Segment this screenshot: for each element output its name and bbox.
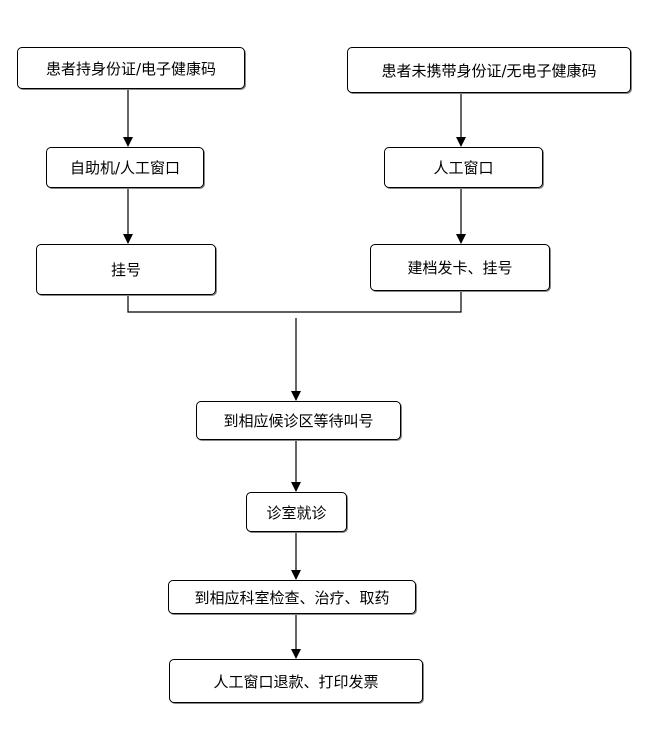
node-waiting-area: 到相应候诊区等待叫号 bbox=[196, 401, 401, 440]
node-id-card-holder: 患者持身份证/电子健康码 bbox=[17, 47, 245, 89]
node-file-card-register-label: 建档发卡、挂号 bbox=[407, 259, 513, 277]
node-file-card-register: 建档发卡、挂号 bbox=[370, 244, 550, 291]
node-no-id-card-label: 患者未携带身份证/无电子健康码 bbox=[381, 61, 597, 80]
node-consultation: 诊室就诊 bbox=[246, 492, 347, 532]
node-exam-treatment-medicine: 到相应科室检查、治疗、取药 bbox=[168, 580, 416, 614]
node-register-label: 挂号 bbox=[110, 261, 141, 279]
node-waiting-area-label: 到相应候诊区等待叫号 bbox=[223, 412, 374, 430]
node-consultation-label: 诊室就诊 bbox=[266, 503, 327, 522]
node-register: 挂号 bbox=[36, 244, 216, 295]
node-refund-invoice: 人工窗口退款、打印发票 bbox=[169, 659, 423, 703]
merge-connector bbox=[127, 291, 462, 313]
node-manual-window: 人工窗口 bbox=[384, 147, 543, 188]
node-id-card-holder-label: 患者持身份证/电子健康码 bbox=[45, 59, 217, 78]
node-manual-window-label: 人工窗口 bbox=[433, 159, 494, 177]
node-refund-invoice-label: 人工窗口退款、打印发票 bbox=[213, 672, 379, 691]
node-exam-treatment-medicine-label: 到相应科室检查、治疗、取药 bbox=[194, 588, 390, 607]
node-kiosk-or-window: 自助机/人工窗口 bbox=[46, 147, 204, 188]
node-no-id-card: 患者未携带身份证/无电子健康码 bbox=[347, 47, 631, 93]
node-kiosk-or-window-label: 自助机/人工窗口 bbox=[69, 159, 181, 177]
